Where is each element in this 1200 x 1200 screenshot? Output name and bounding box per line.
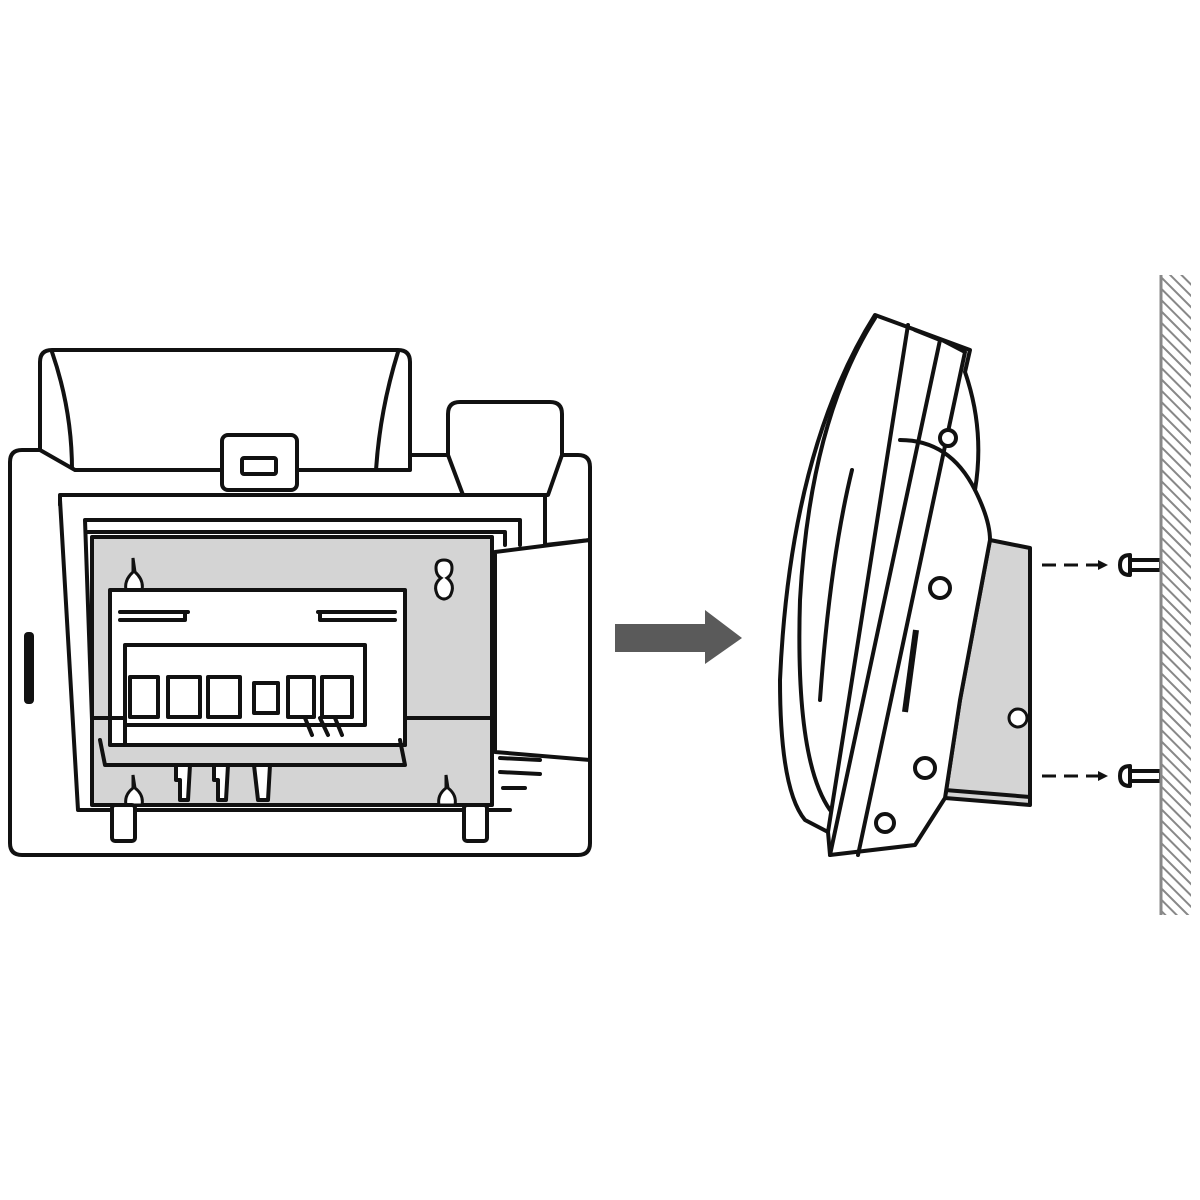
arrow-right-icon [615, 610, 742, 664]
port [320, 675, 354, 719]
foot-right [462, 803, 489, 843]
bracket-hook [1007, 707, 1029, 729]
module-clips [118, 610, 397, 622]
wall-screw-top [1118, 553, 1163, 577]
phone-side-view [778, 313, 1032, 857]
side-slot [902, 629, 919, 713]
port [128, 675, 160, 719]
guide-arrowheads [1098, 560, 1108, 781]
cable-marks [303, 716, 344, 737]
side-key-block [446, 400, 564, 497]
wall-screw-bottom [1118, 764, 1163, 788]
cable-connectors [498, 756, 542, 790]
screw-hole [874, 812, 896, 834]
side-slot [24, 632, 34, 704]
cable-flap [493, 538, 592, 762]
hook-latch-slot [240, 456, 278, 476]
port [206, 675, 242, 719]
shell-edge [826, 323, 967, 857]
port [286, 675, 316, 719]
keyhole-icon [124, 557, 457, 807]
handset-rest-contour [50, 350, 400, 472]
phone-rear-view [8, 348, 592, 857]
wall [1161, 275, 1191, 915]
cable-clips [174, 763, 272, 802]
handset-curve [818, 438, 977, 702]
port [166, 675, 202, 719]
screw-hole [938, 428, 958, 448]
ethernet-ports [128, 675, 354, 719]
screw-hole [928, 576, 952, 600]
foot-left [110, 803, 137, 843]
port [252, 681, 280, 715]
shell-contour [797, 316, 877, 812]
bracket-lip [943, 788, 1032, 799]
screw-hole [913, 756, 937, 780]
